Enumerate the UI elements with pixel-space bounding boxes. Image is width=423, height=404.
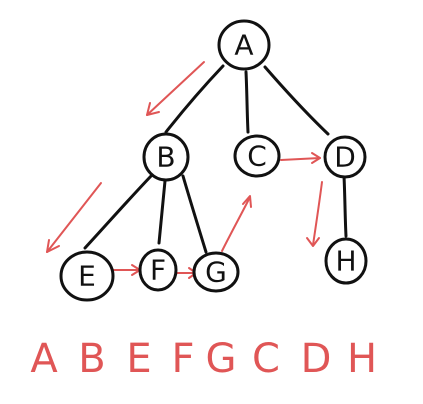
edge-a-d <box>263 65 330 136</box>
edge-b-f <box>157 179 167 245</box>
arrow-b-to-e <box>46 182 102 253</box>
edge-d-h <box>342 174 348 238</box>
node-b: B <box>142 132 190 182</box>
node-h-label: H <box>335 245 356 278</box>
node-c-label: C <box>247 140 267 173</box>
order-letter-4: F <box>171 336 194 382</box>
arrow-c-to-d <box>280 152 321 164</box>
traversal-order: A B E F G C D H <box>30 336 377 382</box>
node-h: H <box>324 237 368 285</box>
node-b-label: B <box>156 141 175 174</box>
edge-b-e <box>83 173 154 250</box>
edge-a-b <box>164 64 225 134</box>
edge-b-g <box>181 174 208 254</box>
node-a-label: A <box>234 29 253 62</box>
node-d-label: D <box>334 141 356 174</box>
arrow-a-to-b <box>146 61 205 116</box>
order-letter-3: E <box>126 336 151 382</box>
order-letter-6: C <box>252 336 280 382</box>
traversal-arrows <box>46 61 323 279</box>
order-letter-2: B <box>78 336 105 382</box>
node-g: G <box>192 251 240 293</box>
arrow-e-to-f <box>112 264 141 276</box>
node-d: D <box>323 135 367 179</box>
order-letter-8: H <box>347 336 377 382</box>
node-a: A <box>217 19 271 71</box>
node-g-label: G <box>205 256 227 289</box>
node-c: C <box>233 134 281 178</box>
node-e-label: E <box>78 260 96 293</box>
arrow-d-to-h <box>306 181 323 247</box>
arrow-g-to-c <box>221 195 252 252</box>
order-letter-5: G <box>206 336 237 382</box>
node-f: F <box>138 248 178 292</box>
tree-nodes: A B C D E F G H <box>59 19 368 302</box>
node-f-label: F <box>150 254 166 287</box>
edge-a-c <box>244 70 250 134</box>
tree-edges <box>83 64 348 254</box>
node-e: E <box>59 250 115 302</box>
order-letter-1: A <box>30 336 58 382</box>
order-letter-7: D <box>301 336 332 382</box>
